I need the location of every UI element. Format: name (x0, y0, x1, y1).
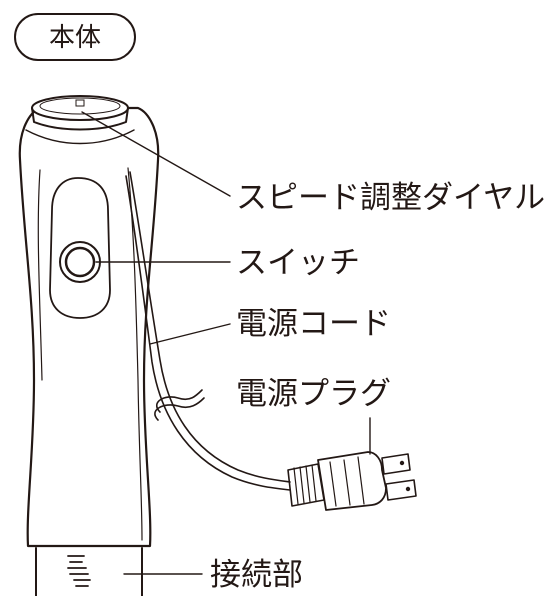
switch-button[interactable] (59, 241, 101, 283)
leader-lines (81, 111, 371, 575)
label-power-plug: 電源プラグ (236, 376, 391, 412)
body-outline (18, 106, 160, 548)
switch-panel (49, 177, 111, 319)
leader-power-cord (149, 323, 231, 345)
leader-speed-dial (81, 111, 231, 197)
title-text: 本体 (49, 23, 101, 53)
title-capsule-outline (14, 13, 136, 61)
power-cord (125, 171, 291, 491)
power-plug (287, 451, 417, 511)
connector (35, 547, 143, 596)
label-power-cord: 電源コード (236, 306, 391, 342)
label-connector: 接続部 (210, 557, 303, 593)
title-badge: 本体 (14, 13, 136, 61)
speed-dial[interactable] (25, 95, 135, 145)
label-speed-dial: スピード調整ダイヤル (236, 180, 545, 216)
blender-body (18, 95, 160, 548)
label-switch: スイッチ (236, 245, 360, 281)
